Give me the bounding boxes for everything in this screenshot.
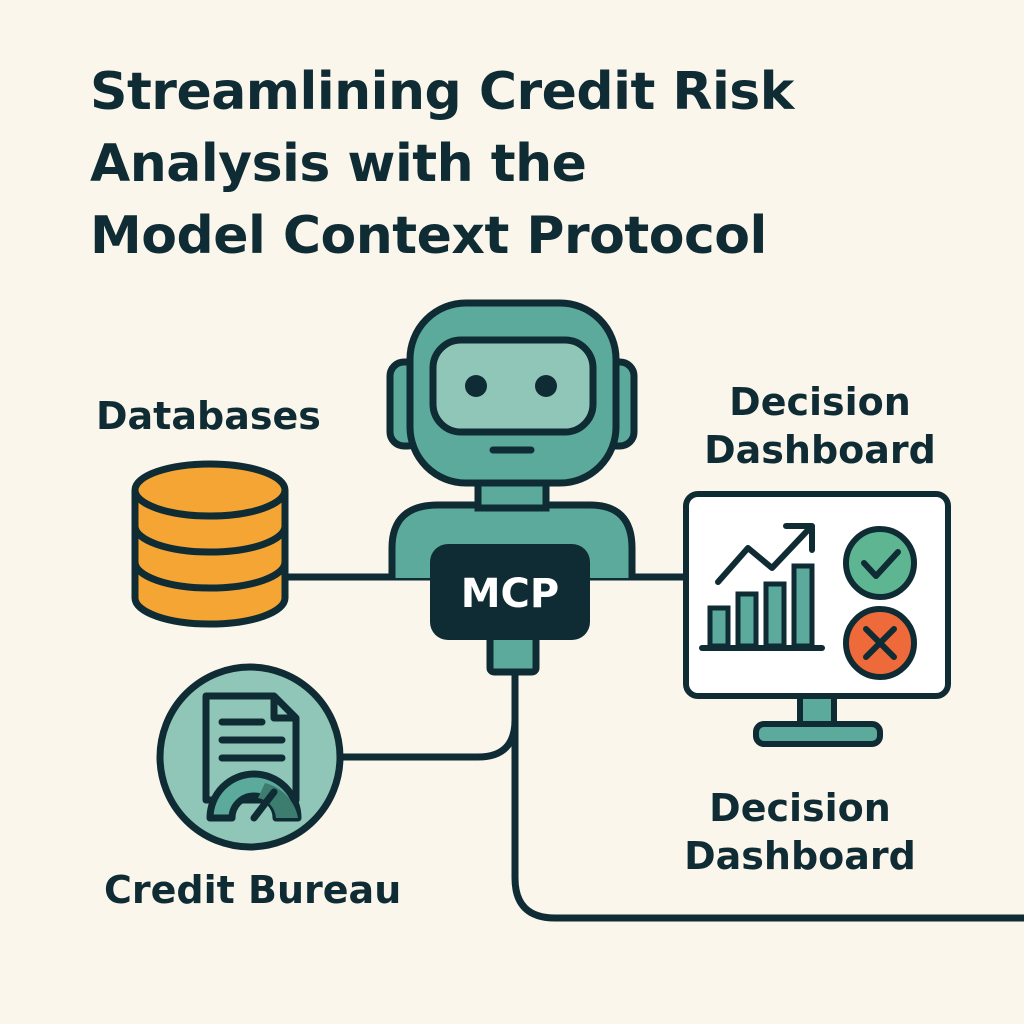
robot-plug <box>486 632 540 676</box>
label-decision-dashboard-bottom: Decision Dashboard <box>670 784 930 880</box>
database-icon <box>131 460 289 628</box>
robot-eye-right <box>535 375 557 397</box>
label-decision-dashboard-bottom-line2: Dashboard <box>684 834 916 878</box>
monitor-neck <box>797 693 837 727</box>
diagram-title: Streamlining Credit Risk Analysis with t… <box>90 56 950 272</box>
document-fold <box>270 696 296 722</box>
label-decision-dashboard-top: Decision Dashboard <box>690 378 950 474</box>
robot-eye-left <box>465 375 487 397</box>
trend-arrow-head <box>783 523 815 553</box>
trend-arrow <box>715 527 811 585</box>
label-decision-dashboard-top-line2: Dashboard <box>704 428 936 472</box>
connector-credit-bureau <box>336 666 519 761</box>
label-decision-dashboard-bottom-line1: Decision <box>709 786 891 830</box>
title-line-2: Analysis with the <box>90 134 587 194</box>
label-databases: Databases <box>96 394 321 438</box>
reject-x-icon <box>843 606 917 680</box>
score-gauge-icon <box>206 770 302 822</box>
robot-visor <box>429 336 597 436</box>
credit-report-icon <box>156 663 344 851</box>
connector-bottom <box>511 666 1024 922</box>
mcp-badge-label: MCP <box>461 571 559 617</box>
monitor-chart-icon <box>683 491 951 747</box>
title-line-3: Model Context Protocol <box>90 206 767 266</box>
monitor-stand <box>753 721 883 747</box>
mcp-badge: MCP <box>430 544 590 640</box>
label-decision-dashboard-top-line1: Decision <box>729 380 911 424</box>
label-credit-bureau: Credit Bureau <box>104 868 402 912</box>
approve-check-icon <box>843 526 917 600</box>
title-line-1: Streamlining Credit Risk <box>90 62 794 122</box>
